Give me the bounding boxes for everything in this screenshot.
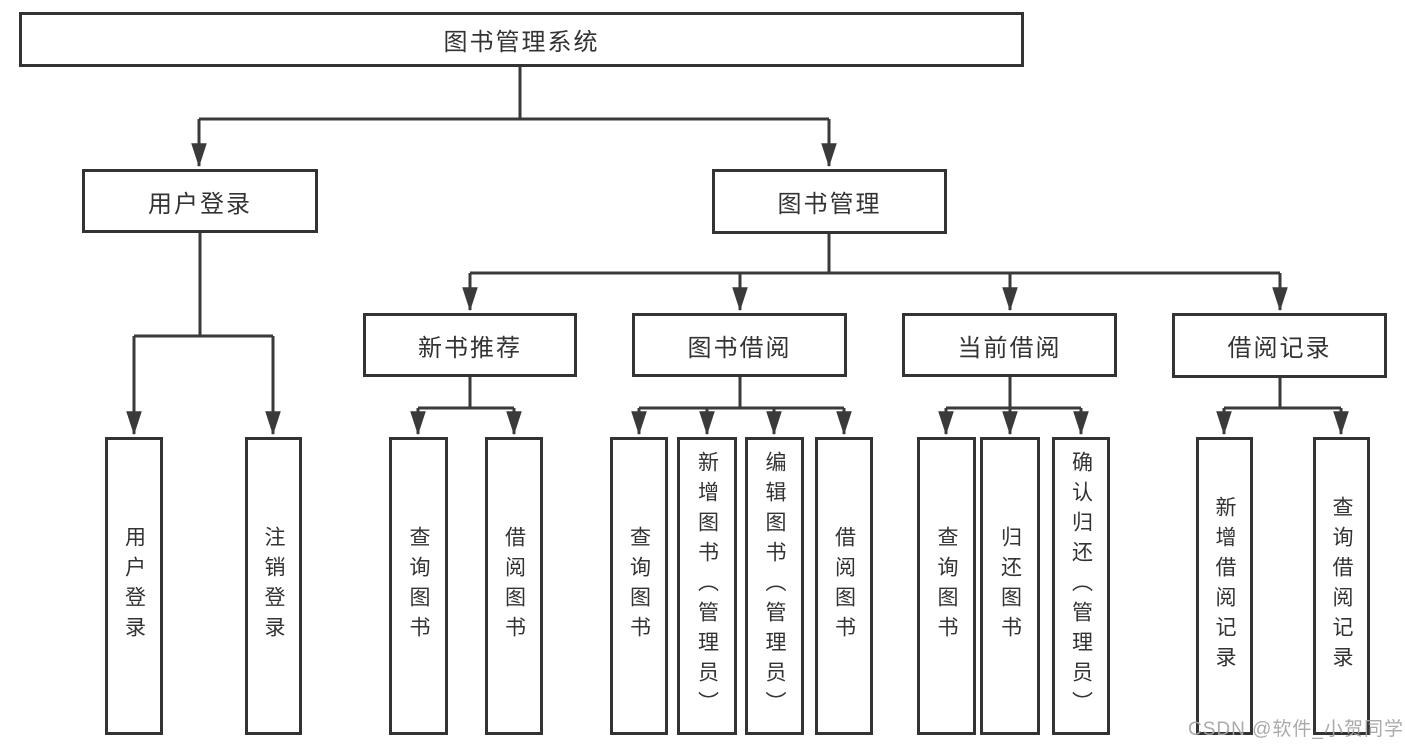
node-bb-borrow-books: 借阅图书 <box>815 437 873 735</box>
node-nbr-query-books: 查询图书 <box>389 437 448 735</box>
node-label: 查询借阅记录 <box>1330 496 1353 676</box>
node-br-add-record: 新增借阅记录 <box>1196 437 1253 735</box>
node-cb-return-books: 归还图书 <box>980 437 1040 735</box>
node-label: 新增借阅记录 <box>1213 496 1236 676</box>
node-library-management-system: 图书管理系统 <box>19 12 1024 67</box>
node-current-borrow: 当前借阅 <box>902 313 1117 377</box>
node-label: 借阅图书 <box>502 526 526 646</box>
node-borrow-records: 借阅记录 <box>1172 313 1387 378</box>
node-new-book-recommend: 新书推荐 <box>363 313 577 377</box>
node-book-borrow: 图书借阅 <box>632 313 847 377</box>
node-label: 编辑图书（管理员） <box>763 451 786 721</box>
csdn-watermark: CSDN @软件_小贺同学 <box>1188 719 1404 740</box>
node-user-login-branch: 用户登录 <box>82 169 318 233</box>
node-bb-add-books-admin: 新增图书（管理员） <box>677 437 737 735</box>
node-label: 查询图书 <box>935 526 958 646</box>
node-br-query-record: 查询借阅记录 <box>1313 437 1370 735</box>
node-cb-confirm-return-admin: 确认归还（管理员） <box>1052 437 1110 735</box>
node-user-login: 用户登录 <box>105 437 163 735</box>
node-bb-edit-books-admin: 编辑图书（管理员） <box>745 437 804 735</box>
node-label: 注销登录 <box>262 526 285 646</box>
node-label: 用户登录 <box>122 526 146 646</box>
node-nbr-borrow-books: 借阅图书 <box>485 437 543 735</box>
node-cb-query-books: 查询图书 <box>917 437 976 735</box>
node-label: 借阅图书 <box>832 526 856 646</box>
node-logout: 注销登录 <box>245 437 302 735</box>
node-label: 归还图书 <box>998 526 1022 646</box>
node-label: 新增图书（管理员） <box>695 451 719 721</box>
node-label: 查询图书 <box>627 526 651 646</box>
node-book-management-branch: 图书管理 <box>712 169 947 234</box>
node-bb-query-books: 查询图书 <box>610 437 668 735</box>
node-label: 确认归还（管理员） <box>1069 451 1093 721</box>
node-label: 查询图书 <box>407 526 430 646</box>
